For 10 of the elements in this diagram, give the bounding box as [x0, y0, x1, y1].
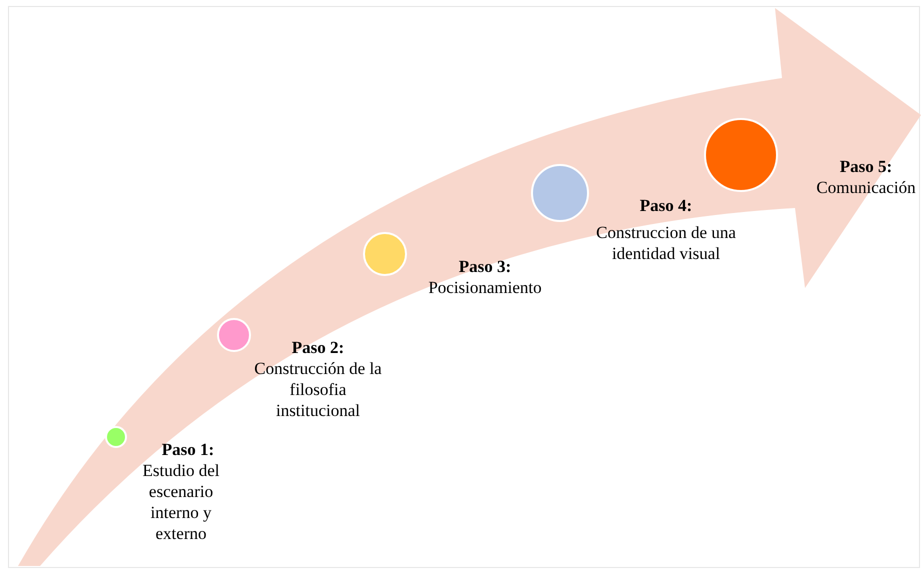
step-title: Paso 2: — [290, 337, 346, 358]
step-title: Paso 5: — [838, 156, 894, 177]
step-description: Construcción de la filosofia institucional — [253, 358, 383, 421]
step-description: Estudio del escenario interno y externo — [142, 460, 220, 544]
step-title: Paso 1: — [160, 439, 216, 460]
step-description: Construccion de una identidad visual — [595, 222, 737, 264]
step-description: Pocisionamiento — [427, 277, 543, 298]
step-title: Paso 3: — [458, 256, 512, 277]
step-description: Comunicación — [815, 177, 917, 198]
step-title: Paso 4: — [638, 195, 694, 216]
